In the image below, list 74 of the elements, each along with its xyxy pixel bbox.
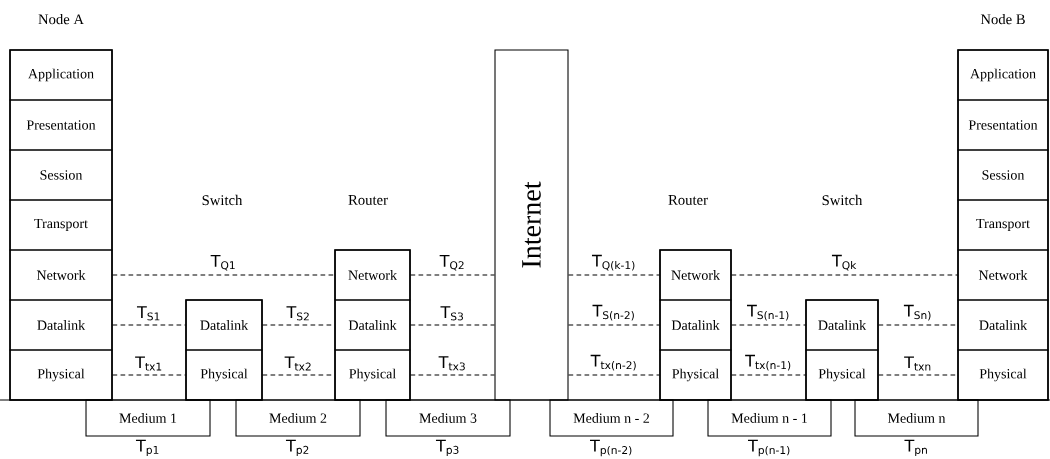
delay-label: T$_{pn}$ (904, 439, 927, 456)
edge-label: T$_{txn}$ (902, 355, 934, 372)
layer-box: Presentation (9, 99, 113, 151)
layer-box: Physical (9, 349, 113, 401)
layer-box: Datalink (9, 299, 113, 351)
medium-box: Medium n T$_{pn}$ (854, 399, 979, 456)
delay-label: T$_{p1}$ (135, 439, 159, 456)
medium-box: Medium 2 T$_{p2}$ (235, 399, 361, 456)
edge-label: T$_{tx(n-1)}$ (743, 353, 794, 372)
edge-label: T$_{Q1}$ (209, 253, 238, 272)
dashed-link (410, 324, 495, 326)
edge-label: T$_{tx2}$ (283, 355, 314, 372)
edge-label: T$_{tx(n-2)}$ (589, 353, 639, 372)
layer-box: Presentation (957, 99, 1049, 151)
medium-box: Medium 1 T$_{p1}$ (85, 399, 211, 456)
edge-label: T$_{S(n-1)}$ (745, 303, 792, 322)
edge-label: T$_{S(n-2)}$ (591, 303, 637, 322)
layer-box: Transport (957, 199, 1049, 251)
medium-box: Medium n - 1 T$_{p(n-1)}$ (707, 399, 832, 457)
device-label: Switch (822, 194, 863, 206)
layer-box: Physical (957, 349, 1049, 401)
dashed-link (262, 324, 335, 326)
dashed-link (731, 274, 958, 276)
layer-box: Datalink (659, 299, 732, 351)
dashed-link (568, 274, 660, 276)
dashed-link (731, 374, 806, 376)
medium-box: Medium n - 2 T$_{p(n-2)}$ (549, 399, 674, 457)
dashed-link (878, 324, 958, 326)
device-label: Router (668, 195, 708, 205)
dashed-link (878, 374, 958, 376)
edge-label: T$_{Sn)}$ (902, 303, 934, 322)
edge-label: T$_{Qk}$ (830, 253, 859, 272)
delay-label: T$_{p(n-2)}$ (590, 439, 632, 457)
dashed-link (568, 324, 660, 326)
delay-label: T$_{p3}$ (435, 439, 459, 456)
edge-label: T$_{S2}$ (285, 304, 312, 322)
layer-box: Physical (185, 349, 263, 401)
layer-box: Datalink (185, 299, 263, 351)
layer-box: Application (9, 49, 113, 101)
layer-box: Datalink (957, 299, 1049, 351)
delay-label: T$_{p(n-1)}$ (748, 439, 790, 457)
dashed-link (112, 374, 186, 376)
edge-label: T$_{Q2}$ (438, 253, 467, 272)
layer-box: Session (9, 149, 113, 201)
layer-box: Transport (9, 199, 113, 251)
delay-label: T$_{p2}$ (285, 439, 309, 456)
device-label: Switch (202, 194, 243, 206)
layer-box: Application (957, 49, 1049, 101)
layer-box: Network (334, 249, 411, 301)
edge-label: T$_{tx3}$ (437, 354, 468, 372)
layer-box: Physical (334, 349, 411, 401)
layer-box: Session (957, 149, 1049, 201)
edge-label: T$_{S3}$ (439, 304, 466, 322)
edge-label: T$_{S1}$ (135, 304, 163, 322)
layer-box: Physical (659, 349, 732, 401)
layer-box: Datalink (805, 299, 879, 351)
dashed-link (731, 324, 806, 326)
dashed-link (410, 274, 495, 276)
edge-label: T$_{tx1}$ (133, 355, 165, 372)
dashed-link (410, 374, 495, 376)
stack-heading: Node B (980, 13, 1025, 25)
dashed-link (112, 324, 186, 326)
device-label: Router (348, 195, 388, 205)
layer-box: Physical (805, 349, 879, 401)
dashed-link (262, 374, 335, 376)
layer-box: Network (659, 249, 732, 301)
edge-label: T$_{Q(k-1)}$ (590, 253, 638, 272)
medium-box: Medium 3 T$_{p3}$ (385, 399, 511, 456)
network-cloud-box: Internet (494, 49, 569, 401)
layer-box: Network (957, 249, 1049, 301)
layer-box: Datalink (334, 299, 411, 351)
stack-heading: Node A (38, 13, 84, 25)
layer-box: Network (9, 249, 113, 301)
dashed-link (568, 374, 660, 376)
